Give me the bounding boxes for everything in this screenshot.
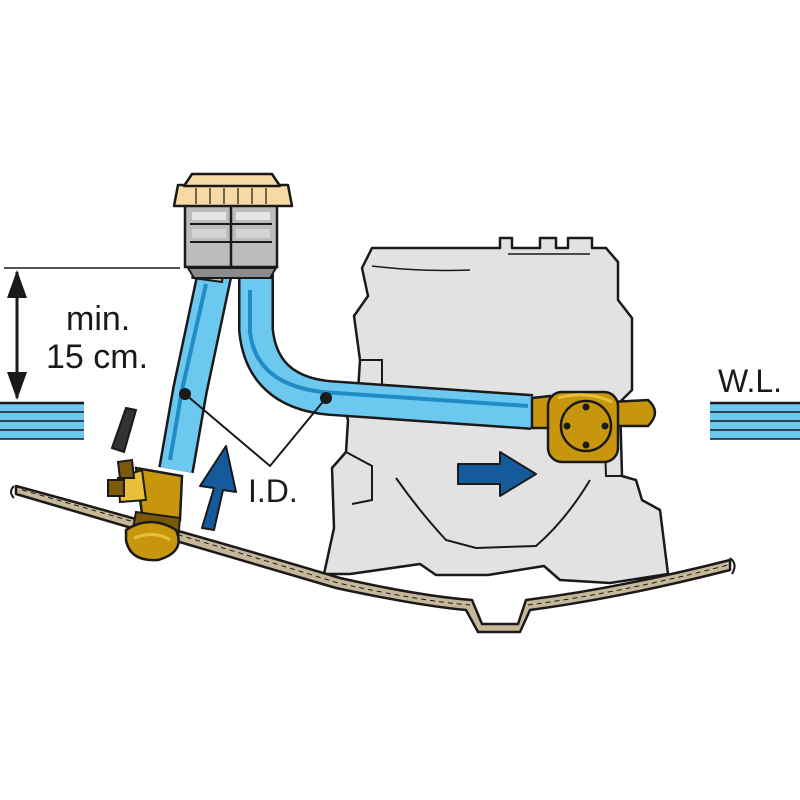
water-level-right <box>710 401 800 440</box>
water-pump <box>530 390 657 464</box>
water-level-left <box>0 401 84 440</box>
inner-diameter-label: I.D. <box>248 473 298 509</box>
strainer <box>172 172 294 279</box>
height-label: 15 cm. <box>46 338 148 376</box>
waterline-label: W.L. <box>718 363 782 399</box>
min-height-dimension <box>4 267 180 400</box>
hull <box>10 484 736 634</box>
intake-hose <box>158 264 233 474</box>
arrow-right-icon <box>457 451 537 497</box>
id-leader-lines <box>179 388 332 468</box>
arrow-up-icon <box>199 445 237 531</box>
min-label: min. <box>66 300 130 338</box>
seacock-valve <box>107 406 184 562</box>
